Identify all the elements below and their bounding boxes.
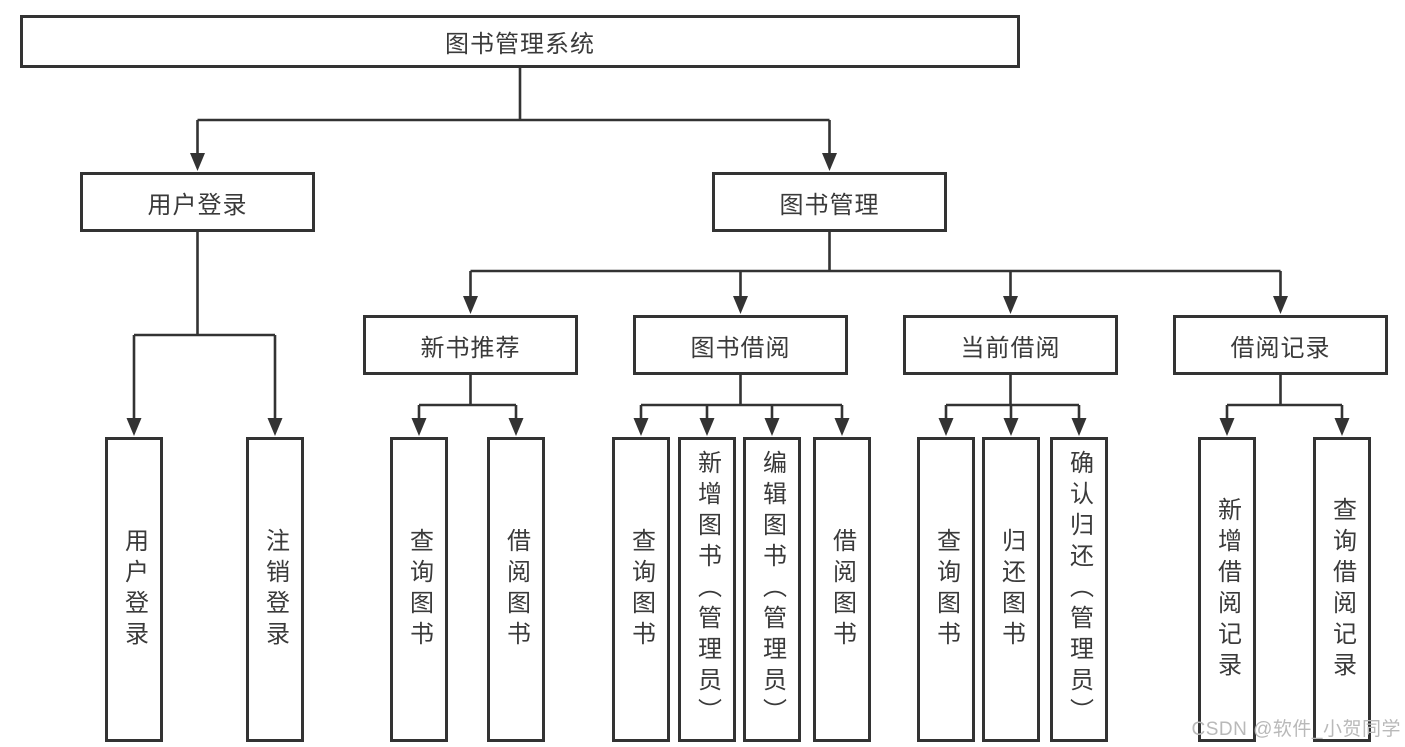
leaf-logout: 注销登录 <box>246 437 304 742</box>
leaf-query-books-recommend-label: 查询图书 <box>405 527 433 652</box>
leaf-query-books-borrow-label: 查询图书 <box>627 527 655 652</box>
leaf-return-books-label: 归还图书 <box>997 527 1025 652</box>
leaf-borrow-books: 借阅图书 <box>813 437 871 742</box>
leaf-add-books-admin: 新增图书（管理员） <box>678 437 736 742</box>
node-book-borrowing: 图书借阅 <box>633 315 848 375</box>
leaf-borrow-books-label: 借阅图书 <box>828 527 856 652</box>
leaf-user-login-label: 用户登录 <box>120 527 148 652</box>
node-new-book-recommend: 新书推荐 <box>363 315 578 375</box>
leaf-query-borrow-record-label: 查询借阅记录 <box>1328 496 1356 683</box>
node-borrow-records: 借阅记录 <box>1173 315 1388 375</box>
node-user-login: 用户登录 <box>80 172 315 232</box>
leaf-add-borrow-record-label: 新增借阅记录 <box>1213 496 1241 683</box>
leaf-query-books-recommend: 查询图书 <box>390 437 448 742</box>
leaf-confirm-return-admin-label: 确认归还（管理员） <box>1065 450 1093 729</box>
node-book-management-system: 图书管理系统 <box>20 15 1020 68</box>
leaf-add-books-admin-label: 新增图书（管理员） <box>693 450 721 729</box>
leaf-confirm-return-admin: 确认归还（管理员） <box>1050 437 1108 742</box>
leaf-edit-books-admin: 编辑图书（管理员） <box>743 437 801 742</box>
watermark: CSDN @软件_小贺同学 <box>1191 719 1401 740</box>
leaf-add-borrow-record: 新增借阅记录 <box>1198 437 1256 742</box>
leaf-return-books: 归还图书 <box>982 437 1040 742</box>
leaf-logout-label: 注销登录 <box>261 527 289 652</box>
leaf-query-books-current: 查询图书 <box>917 437 975 742</box>
leaf-user-login: 用户登录 <box>105 437 163 742</box>
leaf-query-books-borrow: 查询图书 <box>612 437 670 742</box>
node-current-borrowing: 当前借阅 <box>903 315 1118 375</box>
leaf-borrow-books-recommend: 借阅图书 <box>487 437 545 742</box>
leaf-query-borrow-record: 查询借阅记录 <box>1313 437 1371 742</box>
node-book-management: 图书管理 <box>712 172 947 232</box>
leaf-borrow-books-recommend-label: 借阅图书 <box>502 527 530 652</box>
leaf-edit-books-admin-label: 编辑图书（管理员） <box>758 450 786 729</box>
leaf-query-books-current-label: 查询图书 <box>932 527 960 652</box>
